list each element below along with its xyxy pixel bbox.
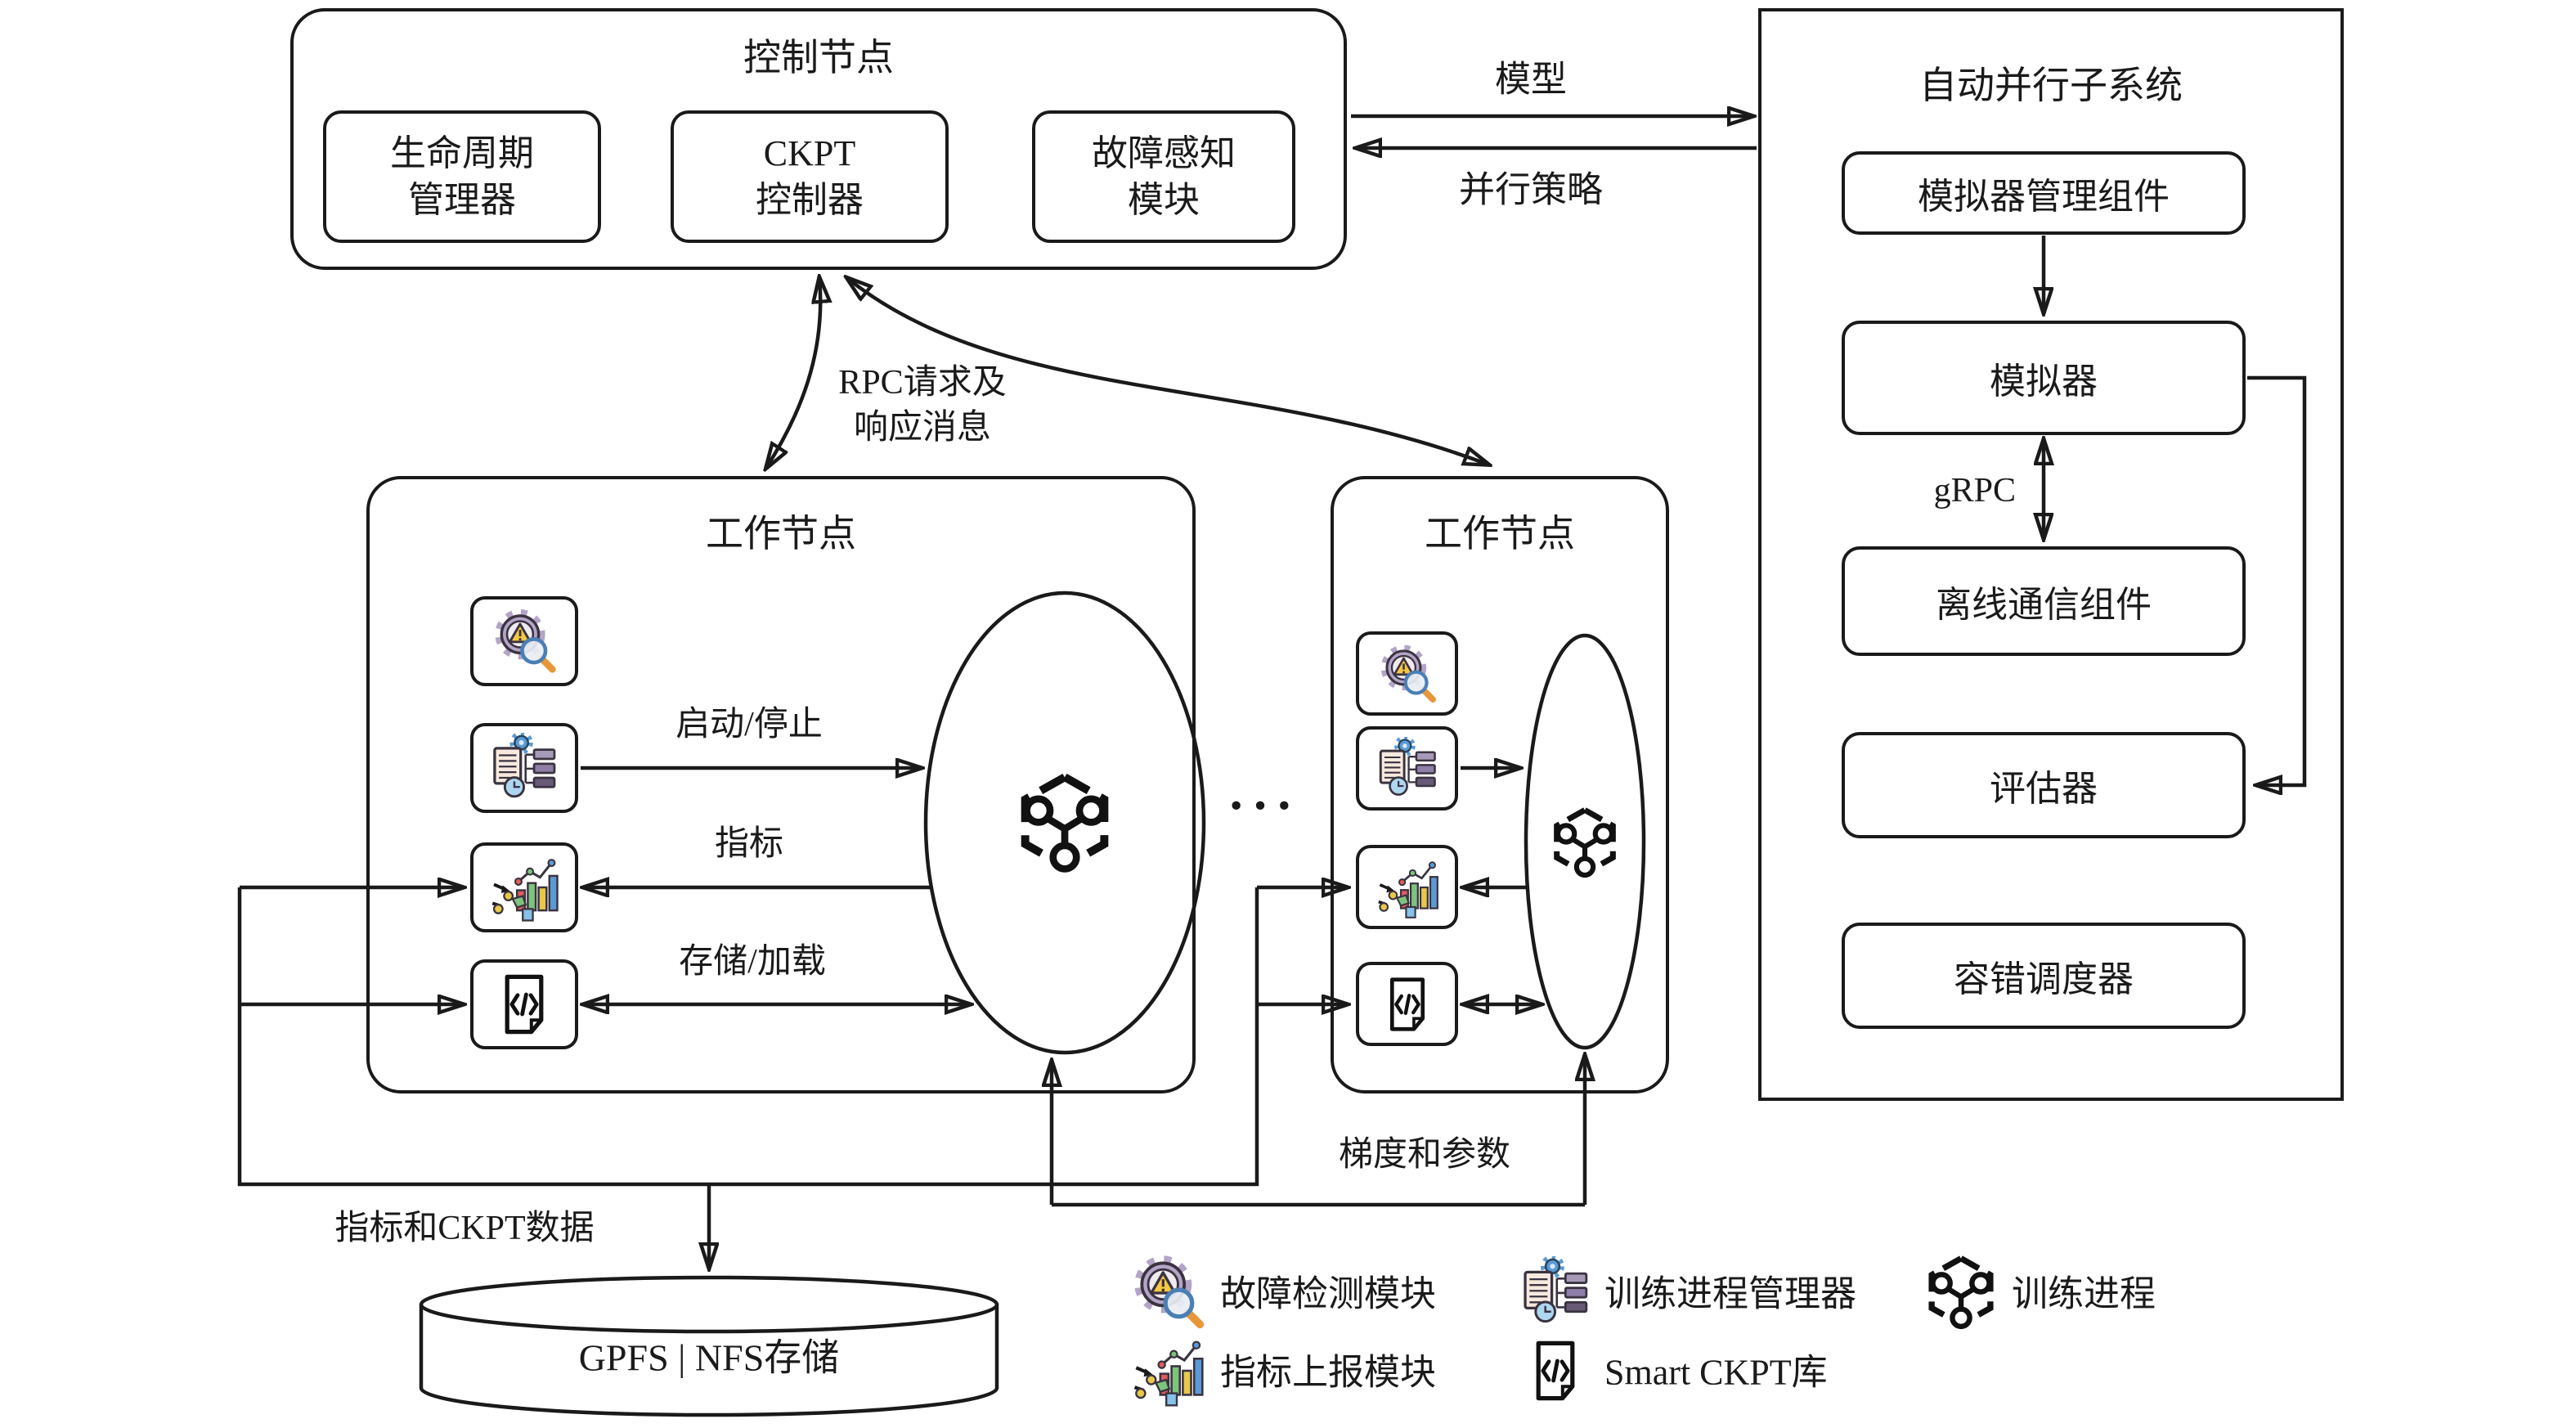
worker-node-2-title: 工作节点 xyxy=(1425,513,1575,555)
simulator-label: 模拟器 xyxy=(1990,361,2098,402)
fault-tolerant-scheduler-box: 容错调度器 xyxy=(1842,923,2246,1029)
worker-2-metrics-report-tile xyxy=(1356,845,1458,929)
worker-2-smart-ckpt-tile xyxy=(1356,962,1458,1046)
fault-detect-icon xyxy=(1376,643,1438,705)
legend-fault-detect-label: 故障检测模块 xyxy=(1220,1273,1436,1314)
auto-parallel-subsystem-box: 自动并行子系统 xyxy=(1758,8,2344,1101)
smart-ckpt-icon xyxy=(491,972,557,1037)
fault-sense-module-box: 故障感知 模块 xyxy=(1032,110,1295,243)
worker-1-training-ellipse xyxy=(923,591,1206,1055)
fault-sense-module-label: 故障感知 模块 xyxy=(1035,114,1292,240)
worker-2-process-manager-tile xyxy=(1356,726,1458,811)
process-manager-icon xyxy=(1376,737,1439,801)
evaluator-label: 评估器 xyxy=(1990,769,2098,809)
legend-process-manager-label: 训练进程管理器 xyxy=(1604,1273,1856,1314)
model-label: 模型 xyxy=(1495,59,1567,100)
offline-comm-box: 离线通信组件 xyxy=(1842,546,2246,656)
metrics-ckpt-label: 指标和CKPT数据 xyxy=(334,1209,595,1247)
auto-parallel-title: 自动并行子系统 xyxy=(1919,65,2183,106)
worker-1-fault-detect-tile xyxy=(470,596,578,686)
control-node-box: 控制节点 xyxy=(290,8,1347,270)
evaluator-box: 评估器 xyxy=(1842,732,2246,838)
offline-comm-label: 离线通信组件 xyxy=(1936,585,2152,625)
rpc-curve-worker2 xyxy=(847,278,1488,465)
grpc-label: gRPC xyxy=(1933,471,2016,510)
worker-1-metrics-report-tile xyxy=(470,842,578,932)
training-process-icon xyxy=(1923,1255,1999,1330)
control-node-title: 控制节点 xyxy=(743,37,894,79)
workers-ellipsis: ··· xyxy=(1227,776,1300,834)
ckpt-controller-line2: 控制器 xyxy=(756,180,864,220)
legend-smart-ckpt-label: Smart CKPT库 xyxy=(1604,1352,1828,1393)
start-stop-label: 启动/停止 xyxy=(675,705,823,743)
ckpt-controller-box: CKPT 控制器 xyxy=(671,110,949,243)
simulator-manager-label: 模拟器管理组件 xyxy=(1918,177,2170,217)
storage-cylinder-body xyxy=(419,1305,999,1417)
worker-node-1-title: 工作节点 xyxy=(706,513,856,555)
lifecycle-manager-label: 生命周期 管理器 xyxy=(326,114,598,240)
simulator-to-evaluator-feedback xyxy=(2247,375,2307,785)
storage-label: GPFS | NFS存储 xyxy=(578,1336,840,1379)
rpc-curve-worker1 xyxy=(766,278,820,468)
legend-metrics-report-label: 指标上报模块 xyxy=(1220,1352,1436,1393)
process-manager-icon xyxy=(489,733,559,803)
lifecycle-manager-line2: 管理器 xyxy=(408,180,516,220)
simulator-manager-box: 模拟器管理组件 xyxy=(1842,151,2246,235)
smart-ckpt-icon xyxy=(1378,975,1437,1034)
metrics-label: 指标 xyxy=(714,824,784,863)
metrics-ckpt-bus xyxy=(237,887,1259,1187)
metrics-report-icon xyxy=(1130,1333,1205,1408)
metrics-report-icon xyxy=(488,851,560,923)
smart-ckpt-icon xyxy=(1523,1338,1588,1403)
worker-2-training-ellipse xyxy=(1524,633,1646,1050)
store-load-label: 存储/加载 xyxy=(679,942,826,981)
fault-tolerant-scheduler-label: 容错调度器 xyxy=(1954,959,2134,999)
fault-detect-icon xyxy=(1129,1253,1207,1331)
fault-sense-line2: 模块 xyxy=(1128,180,1200,220)
gradients-params-label: 梯度和参数 xyxy=(1338,1135,1511,1174)
fault-sense-line1: 故障感知 xyxy=(1092,132,1236,173)
worker-1-smart-ckpt-tile xyxy=(470,959,578,1049)
metrics-report-icon xyxy=(1375,855,1440,920)
rpc-label-line1: RPC请求及 xyxy=(838,363,1007,402)
parallel-strategy-label: 并行策略 xyxy=(1459,169,1603,210)
rpc-label-line2: 响应消息 xyxy=(853,408,992,447)
lifecycle-manager-line1: 生命周期 xyxy=(390,132,534,173)
simulator-box: 模拟器 xyxy=(1842,321,2246,435)
worker-node-1-box: 工作节点 xyxy=(366,476,1196,1093)
process-manager-icon xyxy=(1519,1256,1591,1328)
worker-2-fault-detect-tile xyxy=(1356,631,1458,716)
lifecycle-manager-box: 生命周期 管理器 xyxy=(323,110,601,243)
worker-node-2-box: 工作节点 xyxy=(1331,476,1669,1093)
fault-detect-icon xyxy=(490,607,559,676)
ckpt-controller-label: CKPT 控制器 xyxy=(674,114,945,240)
storage-cylinder-top xyxy=(419,1275,999,1334)
ckpt-controller-line1: CKPT xyxy=(763,132,856,173)
worker-1-process-manager-tile xyxy=(470,723,578,813)
legend-training-process-label: 训练进程 xyxy=(2012,1273,2156,1314)
